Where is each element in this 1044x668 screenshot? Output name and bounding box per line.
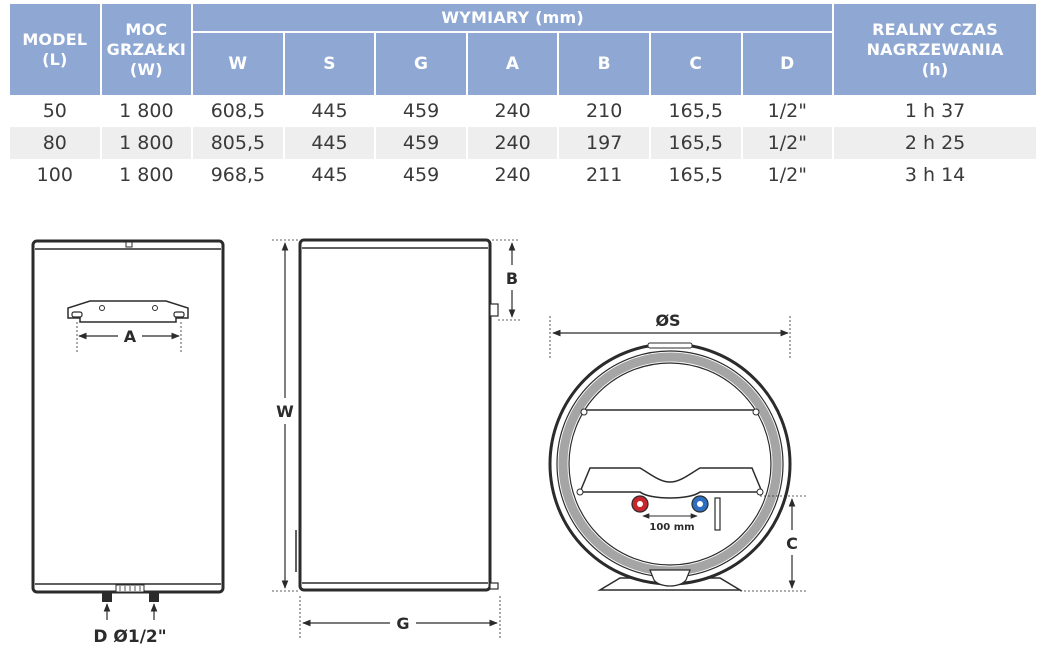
cell-g: 459: [402, 100, 440, 122]
label-dim-g: G: [396, 614, 409, 633]
cell-d: 1/2": [767, 164, 807, 186]
cell-c: 165,5: [668, 100, 723, 122]
cell-a: 240: [467, 127, 558, 159]
cell-b: 210: [586, 100, 623, 122]
header-dim-s: S: [284, 33, 375, 95]
table-row: 80 1 800 805,5 445 459 240 197 165,5 1/2…: [10, 127, 1036, 159]
cell-c: 165,5: [650, 127, 741, 159]
cell-w: 608,5: [210, 100, 266, 122]
cell-b: 197: [559, 127, 649, 159]
label-dim-a: A: [124, 327, 137, 346]
cell-heating-time: 2 h 25: [834, 127, 1036, 159]
cell-s: 445: [311, 164, 348, 186]
label-dim-d: D Ø1/2": [93, 627, 166, 647]
cell-power: 1 800: [119, 100, 174, 122]
header-dim-a: A: [467, 33, 558, 95]
cell-b: 211: [586, 164, 623, 186]
cell-power: 1 800: [119, 164, 174, 186]
cell-d: 1/2": [767, 100, 807, 122]
header-dim-c: C: [650, 33, 741, 95]
header-heating-time: REALNY CZAS NAGRZEWANIA (h): [834, 4, 1036, 95]
label-pipe-spacing: 100 mm: [649, 522, 694, 533]
cell-heating-time: 3 h 14: [904, 164, 966, 186]
cell-heating-time: 1 h 37: [904, 100, 966, 122]
cell-model: 50: [42, 100, 67, 122]
header-model: MODEL (L): [10, 4, 100, 95]
top-view: ØS 100 mm C: [548, 311, 808, 592]
side-view: W B G: [272, 238, 520, 640]
cell-w: 968,5: [210, 164, 266, 186]
header-dim-b: B: [559, 33, 649, 95]
header-heater-power: MOC GRZAŁKI (W): [101, 4, 192, 95]
cell-g: 459: [402, 164, 440, 186]
cell-power: 1 800: [101, 127, 192, 159]
cell-c: 165,5: [668, 164, 723, 186]
cell-s: 445: [284, 127, 375, 159]
cell-g: 459: [376, 127, 466, 159]
header-dim-g: G: [376, 33, 466, 95]
label-dim-b: B: [506, 269, 518, 288]
header-dimensions-group: WYMIARY (mm): [193, 4, 833, 33]
cell-a: 240: [494, 100, 531, 122]
table-row: 100 1 800 968,5 445 459 240 211 165,5 1/…: [10, 159, 1036, 191]
label-dim-c: C: [786, 534, 798, 553]
header-dim-w: W: [193, 33, 283, 95]
label-dim-s: ØS: [655, 311, 680, 330]
header-dim-d: D: [742, 33, 833, 95]
cell-s: 445: [311, 100, 348, 122]
spec-table: MODEL (L) MOC GRZAŁKI (W) WYMIARY (mm) R…: [8, 4, 1038, 191]
cell-w: 805,5: [193, 127, 283, 159]
label-dim-w: W: [276, 402, 294, 421]
cell-a: 240: [494, 164, 531, 186]
front-view: A D Ø1/2": [31, 239, 225, 647]
cell-d: 1/2": [742, 127, 833, 159]
table-row: 50 1 800 608,5 445 459 240 210 165,5 1/2…: [10, 95, 1036, 127]
cell-model: 100: [36, 164, 73, 186]
cell-model: 80: [10, 127, 100, 159]
